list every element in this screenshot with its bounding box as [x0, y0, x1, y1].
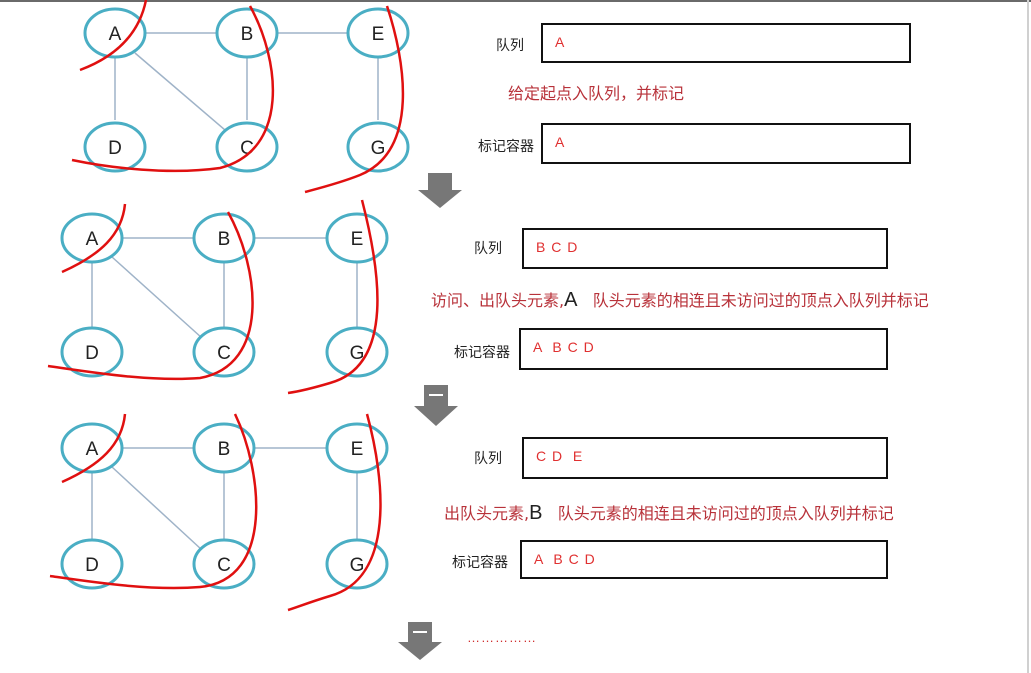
node-label-e: E	[372, 24, 385, 45]
svg-text:B: B	[218, 229, 231, 250]
red-curve-3	[304, 5, 405, 194]
down-arrow-icon-2	[414, 385, 458, 426]
svg-text:E: E	[351, 229, 364, 250]
node-label-c: C	[240, 138, 254, 159]
queue-label-2: 队列	[474, 241, 502, 257]
svg-text:D: D	[85, 343, 99, 364]
marked-content-3: A B C D	[534, 551, 596, 567]
queue-box-1: A	[541, 23, 911, 63]
node-d	[83, 121, 147, 173]
node-label-d: D	[108, 138, 122, 159]
step-note-3: 出队头元素,B 队头元素的相连且未访问过的顶点入队列并标记	[444, 500, 894, 525]
node-b	[215, 7, 279, 59]
right-border	[1027, 0, 1029, 673]
step-note-text-2: 访问、出队头元素,	[431, 291, 565, 310]
svg-text:C: C	[217, 343, 231, 364]
step-note-rest-3: 队头元素的相连且未访问过的顶点入队列并标记	[542, 504, 894, 523]
svg-text:C: C	[217, 555, 231, 576]
svg-text:A: A	[86, 229, 99, 250]
continuation-dots: ……………	[467, 630, 537, 645]
down-arrow-icon-1	[418, 173, 462, 208]
step-note-1: 给定起点入队列，并标记	[508, 80, 684, 104]
marked-label-2: 标记容器	[454, 345, 510, 361]
graph-step-3: A B E D C G	[49, 413, 389, 612]
marked-label-3: 标记容器	[452, 555, 508, 571]
graph-step-1: A B E D C G	[71, 0, 410, 194]
step-note-text-1: 给定起点入队列，并标记	[508, 84, 685, 103]
graph-step-2: A B E D C G	[47, 199, 389, 395]
node-label-g: G	[371, 138, 386, 159]
marked-content-2: A B C D	[533, 339, 595, 355]
node-a	[83, 7, 147, 59]
queue-content-2: B C D	[536, 239, 579, 255]
node-label-a: A	[109, 24, 122, 45]
queue-box-3: C D E	[522, 437, 888, 479]
node-label-b: B	[241, 24, 254, 45]
queue-label-1: 队列	[496, 38, 524, 54]
marked-content-1: A	[555, 134, 566, 150]
svg-text:G: G	[350, 555, 365, 576]
node-g	[346, 121, 410, 173]
down-arrow-icon-3	[398, 622, 442, 660]
svg-text:D: D	[85, 555, 99, 576]
svg-text:A: A	[86, 439, 99, 460]
step-note-vertex-3: B	[529, 502, 543, 524]
queue-label-3: 队列	[474, 451, 502, 467]
step-note-rest-2: 队头元素的相连且未访问过的顶点入队列并标记	[577, 291, 929, 310]
red-curve-2	[71, 5, 275, 173]
marked-box-3: A B C D	[520, 540, 888, 579]
queue-content-1: A	[555, 34, 566, 50]
step-note-text-3: 出队头元素,	[444, 504, 530, 523]
svg-text:E: E	[351, 439, 364, 460]
step-note-vertex-2: A	[564, 289, 578, 311]
svg-text:B: B	[218, 439, 231, 460]
marked-label-1: 标记容器	[478, 139, 534, 155]
marked-box-2: A B C D	[519, 328, 888, 370]
svg-text:G: G	[350, 343, 365, 364]
red-curve-1	[79, 0, 148, 72]
queue-box-2: B C D	[522, 228, 888, 269]
marked-box-1: A	[541, 123, 911, 164]
step-note-2: 访问、出队头元素,A 队头元素的相连且未访问过的顶点入队列并标记	[431, 287, 929, 312]
node-e	[346, 7, 410, 59]
top-border	[0, 0, 1031, 2]
queue-content-3: C D E	[536, 448, 584, 464]
